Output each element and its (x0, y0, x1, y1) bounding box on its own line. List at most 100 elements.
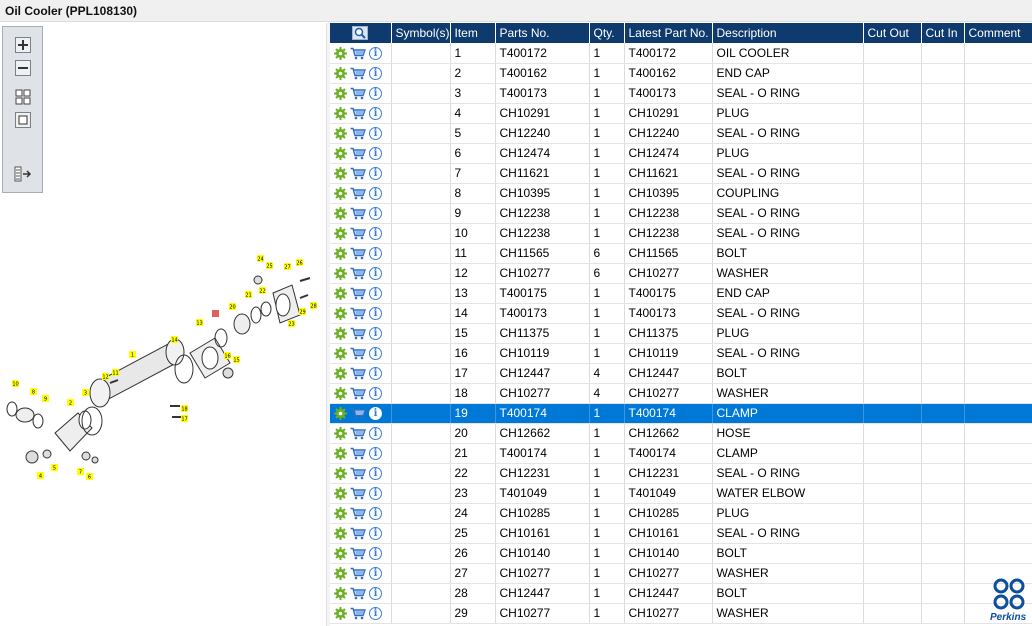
cart-icon[interactable] (350, 587, 366, 600)
info-icon[interactable]: i (369, 227, 382, 241)
cart-icon[interactable] (350, 387, 366, 400)
column-header-item[interactable]: Item (450, 23, 496, 43)
info-icon[interactable]: i (369, 567, 382, 581)
exploded-diagram[interactable]: 1 2 3 4 5 6 7 8 9 10 11 12 13 14 15 16 1… (0, 223, 326, 503)
cart-icon[interactable] (350, 47, 366, 60)
info-icon[interactable]: i (369, 527, 382, 541)
cart-icon[interactable] (350, 487, 366, 500)
column-header-symbols[interactable]: Symbol(s) (391, 23, 451, 43)
info-icon[interactable]: i (369, 267, 382, 281)
gear-icon[interactable] (334, 187, 347, 201)
gear-icon[interactable] (334, 507, 347, 521)
cart-icon[interactable] (350, 147, 366, 160)
cart-icon[interactable] (350, 167, 366, 180)
info-icon[interactable]: i (369, 367, 382, 381)
zoom-out-button[interactable] (13, 59, 33, 77)
cart-icon[interactable] (350, 267, 366, 280)
cart-icon[interactable] (350, 447, 366, 460)
cart-icon[interactable] (350, 87, 366, 100)
cart-icon[interactable] (350, 427, 366, 440)
cart-icon[interactable] (350, 187, 366, 200)
gear-icon[interactable] (334, 67, 347, 81)
column-header-comment[interactable]: Comment (964, 23, 1032, 43)
gear-icon[interactable] (334, 567, 347, 581)
cart-icon[interactable] (350, 607, 366, 620)
gear-icon[interactable] (334, 367, 347, 381)
info-icon[interactable]: i (369, 607, 382, 621)
info-icon[interactable]: i (369, 87, 382, 101)
info-icon[interactable]: i (369, 187, 382, 201)
column-header-cut-out[interactable]: Cut Out (863, 23, 922, 43)
column-header-qty[interactable]: Qty. (589, 23, 625, 43)
export-button[interactable] (13, 165, 33, 183)
gear-icon[interactable] (334, 147, 347, 161)
gear-icon[interactable] (334, 287, 347, 301)
zoom-in-button[interactable] (13, 36, 33, 54)
gear-icon[interactable] (334, 327, 347, 341)
info-icon[interactable]: i (369, 46, 382, 60)
info-icon[interactable]: i (369, 447, 382, 461)
cart-icon[interactable] (350, 507, 366, 520)
info-icon[interactable]: i (369, 247, 382, 261)
column-header-description[interactable]: Description (712, 23, 864, 43)
info-icon[interactable]: i (369, 547, 382, 561)
cart-icon[interactable] (350, 307, 366, 320)
cart-icon[interactable] (350, 227, 366, 240)
gear-icon[interactable] (334, 447, 347, 461)
info-icon[interactable]: i (369, 67, 382, 81)
gear-icon[interactable] (334, 247, 347, 261)
info-icon[interactable]: i (369, 427, 382, 441)
gear-icon[interactable] (334, 487, 347, 501)
info-icon[interactable]: i (369, 147, 382, 161)
gear-icon[interactable] (334, 387, 347, 401)
gear-icon[interactable] (334, 87, 347, 101)
gear-icon[interactable] (334, 607, 347, 621)
gear-icon[interactable] (334, 127, 347, 141)
gear-icon[interactable] (334, 427, 347, 441)
cart-icon[interactable] (350, 67, 366, 80)
column-header-cut-in[interactable]: Cut In (921, 23, 965, 43)
cart-icon[interactable] (350, 327, 366, 340)
cart-icon[interactable] (350, 127, 366, 140)
cart-icon[interactable] (350, 347, 366, 360)
gear-icon[interactable] (334, 227, 347, 241)
cart-icon[interactable] (350, 367, 366, 380)
info-icon[interactable]: i (369, 347, 382, 361)
info-icon[interactable]: i (369, 387, 382, 401)
column-header-search[interactable] (330, 23, 392, 43)
gear-icon[interactable] (334, 167, 347, 181)
info-icon[interactable]: i (369, 507, 382, 521)
gear-icon[interactable] (334, 407, 347, 421)
cart-icon[interactable] (350, 107, 366, 120)
info-icon[interactable]: i (369, 127, 382, 141)
cart-icon[interactable] (350, 567, 366, 580)
cart-icon[interactable] (350, 467, 366, 480)
info-icon[interactable]: i (369, 307, 382, 321)
info-icon[interactable]: i (369, 407, 382, 421)
fit-all-button[interactable] (13, 88, 33, 106)
gear-icon[interactable] (334, 347, 347, 361)
gear-icon[interactable] (334, 207, 347, 221)
gear-icon[interactable] (334, 267, 347, 281)
info-icon[interactable]: i (369, 167, 382, 181)
